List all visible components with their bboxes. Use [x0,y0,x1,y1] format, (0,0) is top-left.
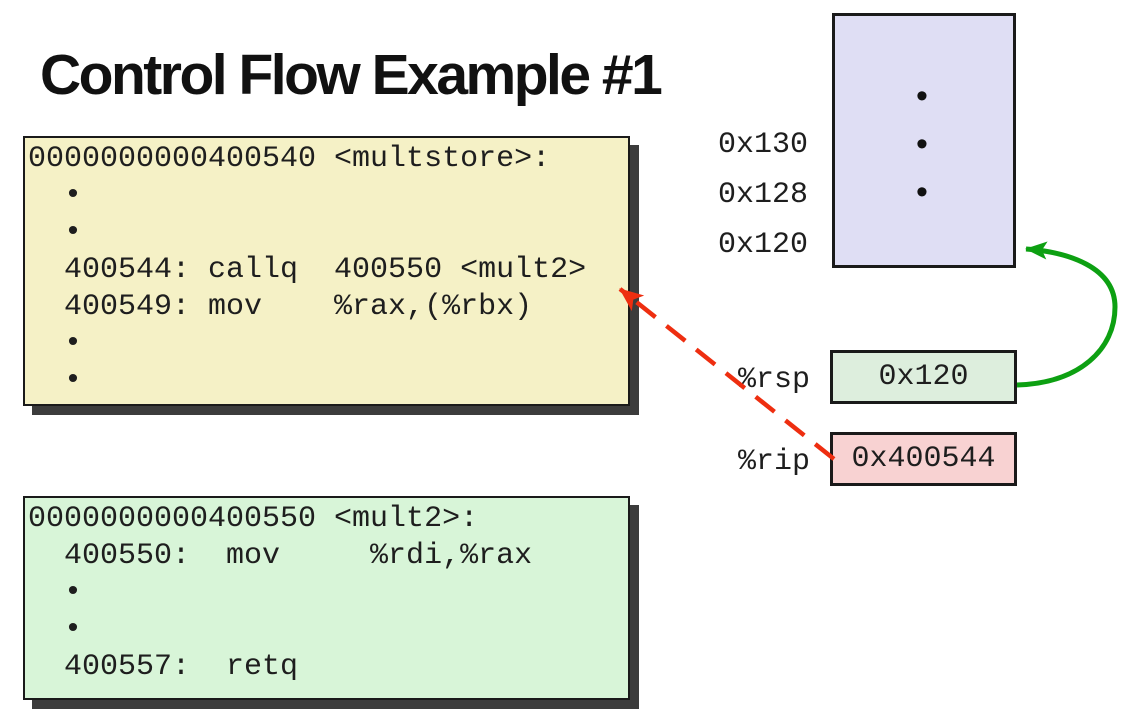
code-line: • [28,576,83,610]
stack-ellipsis-dots: • • • [890,72,954,216]
rsp-register-box: 0x120 [830,350,1017,404]
mult2-disassembly-box: 0000000000400550 <mult2>: 400550: mov %r… [23,496,630,700]
code-line: 0000000000400550 <mult2>: [28,502,479,536]
stack-dot: • [916,173,928,211]
code-line: • [28,364,83,398]
code-line: 400557: retq [28,650,299,684]
code-line: • [28,216,83,250]
rsp-register-value: 0x120 [878,360,969,394]
stack-address-labels: 0x130 0x128 0x120 [680,120,808,270]
stack-address-label: 0x120 [717,228,808,262]
stack-memory-box [832,13,1016,268]
code-line: • [28,613,83,647]
slide-title: Control Flow Example #1 [40,43,663,107]
stack-address-label: 0x128 [717,178,808,212]
code-line: • [28,179,83,213]
code-line: 400544: callq 400550 <mult2> [28,253,587,287]
rsp-to-stack-arrow [1016,241,1118,388]
rsp-register-label: %rsp [737,363,810,397]
rip-register-box: 0x400544 [830,432,1017,486]
stack-address-label: 0x130 [717,128,808,162]
stack-dot: • [916,125,928,163]
multstore-disassembly-box: 0000000000400540 <multstore>: • • 400544… [23,136,630,406]
code-line: • [28,327,83,361]
rip-register-label: %rip [737,445,810,479]
code-line: 0000000000400540 <multstore>: [28,142,551,176]
rip-register-value: 0x400544 [851,442,996,476]
stack-dot: • [916,77,928,115]
code-line: 400550: mov %rdi,%rax [28,539,533,573]
code-line: 400549: mov %rax,(%rbx) [28,290,533,324]
